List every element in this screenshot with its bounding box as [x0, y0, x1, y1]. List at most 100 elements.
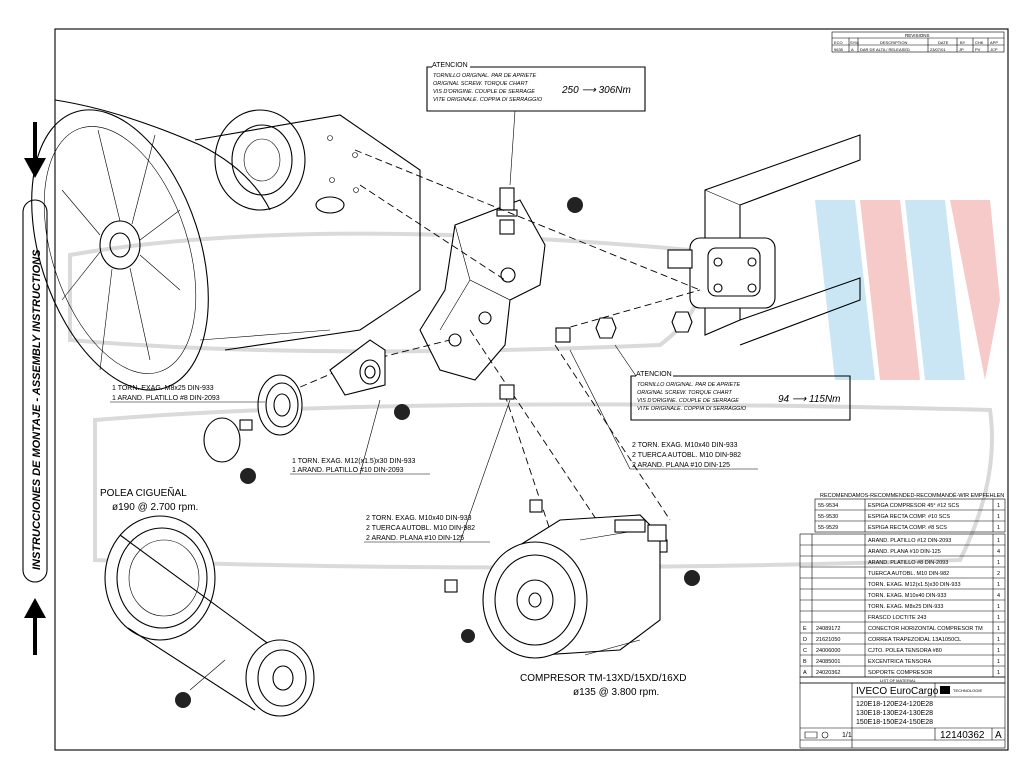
torque-mid-line-2: ORIGINAL SCREW. TORQUE CHART: [637, 390, 732, 396]
title-model-3: 150E18-150E24-150E28: [856, 719, 933, 726]
material-qty: 2: [997, 571, 1000, 577]
reference-markers: [175, 197, 700, 708]
drawing-border: [54, 28, 1009, 751]
sidebar: INSTRUCCIONES DE MONTAJE - ASSEMBLY INST…: [22, 122, 48, 655]
rev-h-chk: CHK: [975, 40, 984, 45]
compressor-title: COMPRESOR TM-13XD/15XD/16XD: [520, 673, 687, 684]
title-drawing-no: 12140362: [940, 730, 985, 741]
sidebar-frame: [22, 199, 48, 583]
torque-mid-line-4: VITE ORIGINALE. COPPIA DI SERRAGGIO: [637, 406, 747, 412]
callout-m10-left: 2 TORN. EXAG. M10x40 DIN-933 2 TUERCA AU…: [364, 399, 511, 543]
compressor-bracket: [419, 187, 546, 381]
callout-m10l-line-3: 2 ARAND. PLANA #10 DIN-125: [366, 535, 464, 542]
tensioner-parts: [203, 339, 386, 463]
material-desc: ARAND. PLATILLO #12 DIN-2093: [868, 538, 951, 544]
revisions-table: REVISIONS ECO SYM DESCRIPTION DATE BY CH…: [831, 31, 1005, 53]
pulley-title: POLEA CIGUEÑAL: [100, 486, 187, 499]
recommended-qty: 1: [997, 525, 1000, 531]
callout-m12: 1 TORN. EXAG. M12(x1.5)x30 DIN-933 1 ARA…: [290, 399, 430, 475]
title-rev: A: [995, 730, 1002, 741]
rev-date: 23/07/01: [930, 47, 946, 52]
callout-m12-line-1: 1 TORN. EXAG. M12(x1.5)x30 DIN-933: [292, 458, 416, 465]
material-desc: EXCENTRICA TENSORA: [868, 659, 931, 665]
callout-m10r-line-1: 2 TORN. EXAG. M10x40 DIN-933: [632, 442, 738, 449]
recommended-code: 55-9530: [818, 514, 838, 520]
compressor-spec: ø135 @ 3.800 rpm.: [573, 687, 659, 698]
material-qty: 1: [997, 582, 1000, 588]
torque-mid-line-1: TORNILLO ORIGINAL. PAR DE APRIETE: [637, 382, 741, 388]
material-code: 24006000: [816, 648, 840, 654]
torque-top-value: 250 ⟶ 306Nm: [561, 85, 631, 96]
recommended-desc: ESPIGA RECTA COMP. #10 SCS: [868, 514, 950, 520]
title-model-1: 120E18-120E24-120E28: [856, 701, 933, 708]
torque-mid-line-3: VIS D'ORIGINE. COUPLE DE SERRAGE: [637, 398, 739, 404]
torque-mid-title: ATENCION: [636, 371, 672, 378]
callout-m10l-line-2: 2 TUERCA AUTOBL. M10 DIN-982: [366, 525, 475, 532]
pulley-label: POLEA CIGUEÑAL ø190 @ 2.700 rpm.: [100, 486, 198, 513]
recommended-qty: 1: [997, 503, 1000, 509]
material-desc: CJTO. POLEA TENSORA #80: [868, 648, 942, 654]
callout-m10l-line-1: 2 TORN. EXAG. M10x40 DIN-933: [366, 515, 472, 522]
material-letter: E: [803, 626, 807, 632]
material-desc: TUERCA AUTOBL. M10 DIN-982: [868, 571, 949, 577]
rev-h-date: DATE: [938, 40, 949, 45]
revisions-title: REVISIONS: [905, 33, 930, 38]
material-qty: 4: [997, 549, 1000, 555]
rev-eco: 9635: [834, 47, 844, 52]
torque-top-line-3: VIS D'ORIGINE. COUPLE DE SERRAGE: [433, 89, 535, 95]
material-desc: FRASCO LOCTITE 243: [868, 615, 926, 621]
material-code: 21621050: [816, 637, 840, 643]
material-desc: TORN. EXAG. M10x40 DIN-933: [868, 593, 946, 599]
rev-h-sym: SYM: [850, 40, 859, 45]
torque-top-line-1: TORNILLO ORIGINAL. PAR DE APRIETE: [433, 73, 537, 79]
rev-h-desc: DESCRIPTION: [880, 40, 907, 45]
engine-fan: [31, 99, 421, 391]
compressor: [482, 514, 667, 659]
title-block: IVECO EuroCargo TECHNOLOGIE 120E18-120E2…: [799, 682, 1006, 749]
torque-top-title: ATENCION: [432, 62, 468, 69]
pulley-spec: ø190 @ 2.700 rpm.: [112, 502, 198, 513]
material-desc: TORN. EXAG. M8x25 DIN-933: [868, 604, 943, 610]
material-letter: D: [803, 637, 807, 643]
recommended-header: RECOMENDAMOS-RECOMMENDED-RECOMMANDÉ-WIR …: [820, 492, 1004, 499]
material-footer: LIST OF MATERIAL: [880, 678, 917, 683]
material-desc: CONECTOR HORIZONTAL COMPRESOR TM: [868, 626, 983, 632]
callout-m8-line-1: 1 TORN. EXAG. M8x25 DIN-933: [112, 385, 214, 392]
recommended-desc: ESPIGA RECTA COMP. #8 SCS: [868, 525, 947, 531]
recommended-code: 55-9529: [818, 525, 838, 531]
callout-m10-right: 2 TORN. EXAG. M10x40 DIN-933 2 TUERCA AU…: [569, 349, 758, 470]
material-desc: CORREA TRAPEZOIDAL 13A1050CL: [868, 637, 961, 643]
material-desc: SOPORTE COMPRESOR: [868, 670, 932, 676]
callout-m8: 1 TORN. EXAG. M8x25 DIN-933 1 ARAND. PLA…: [110, 385, 265, 403]
material-qty: 1: [997, 637, 1000, 643]
company-logo-icon: [940, 686, 950, 694]
material-qty: 1: [997, 626, 1000, 632]
material-qty: 1: [997, 604, 1000, 610]
material-code: 24085001: [816, 659, 840, 665]
material-qty: 1: [997, 538, 1000, 544]
title-model-2: 130E18-130E24-130E28: [856, 710, 933, 717]
material-desc: TORN. EXAG. M12(x1.5)x30 DIN-933: [868, 582, 961, 588]
rev-h-eco: ECO: [834, 40, 843, 45]
rev-by: JP: [959, 47, 964, 52]
recommended-desc: ESPIGA COMPRESOR 45° #12 SCS: [868, 503, 959, 509]
material-qty: 1: [997, 560, 1000, 566]
compressor-label: COMPRESOR TM-13XD/15XD/16XD ø135 @ 3.800…: [520, 673, 687, 698]
material-letter: A: [803, 670, 807, 676]
rev-h-by: BY: [960, 40, 966, 45]
callout-m8-line-2: 1 ARAND. PLATILLO #8 DIN-2093: [112, 395, 220, 402]
material-qty: 1: [997, 648, 1000, 654]
material-qty: 1: [997, 670, 1000, 676]
sidebar-label: INSTRUCCIONES DE MONTAJE - ASSEMBLY INST…: [31, 249, 43, 570]
torque-note-mid: ATENCION TORNILLO ORIGINAL. PAR DE APRIE…: [614, 344, 851, 421]
rev-desc: DAR DE ALTA / RELEASED: [860, 47, 910, 52]
recommended-qty: 1: [997, 514, 1000, 520]
recommended-table: RECOMENDAMOS-RECOMMENDED-RECOMMANDÉ-WIR …: [814, 492, 1006, 533]
torque-top-line-2: ORIGINAL SCREW. TORQUE CHART: [433, 81, 528, 87]
material-code: 24020362: [816, 670, 840, 676]
title-vehicle: IVECO EuroCargo: [856, 686, 939, 697]
material-qty: 1: [997, 615, 1000, 621]
material-qty: 4: [997, 593, 1000, 599]
